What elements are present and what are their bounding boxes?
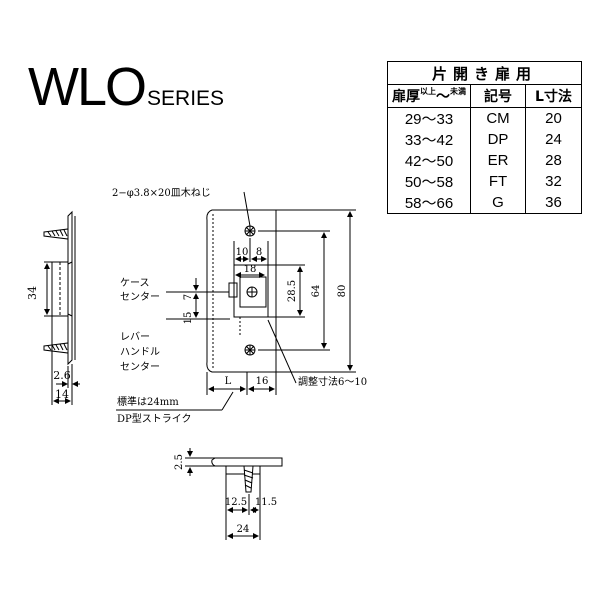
adjust-label: 調整寸法6〜10 bbox=[298, 375, 367, 388]
cell-range: 29〜33 bbox=[387, 107, 471, 129]
adjust-screw bbox=[246, 286, 258, 298]
cell-l: 28 bbox=[525, 150, 582, 171]
standard-label-2: DP型ストライク bbox=[117, 412, 192, 425]
cell-l: 36 bbox=[525, 192, 582, 214]
cell-l: 20 bbox=[525, 107, 582, 129]
cell-l: 24 bbox=[525, 129, 582, 150]
cell-range: 33〜42 bbox=[387, 129, 471, 150]
dim-L: L bbox=[225, 376, 232, 387]
series-suffix: SERIES bbox=[147, 87, 225, 110]
screw-hole-bottom bbox=[244, 344, 256, 356]
col-l-header: L寸法 bbox=[525, 84, 582, 108]
screw-bottom-view bbox=[243, 465, 254, 493]
lever-label-3: センター bbox=[120, 361, 160, 373]
cell-code: DP bbox=[470, 129, 526, 150]
col-thickness-tilde: 〜 bbox=[436, 89, 450, 105]
dim-7: 7 bbox=[183, 294, 194, 300]
dim-64: 64 bbox=[311, 285, 322, 298]
dim-2-6: 2.6 bbox=[53, 369, 71, 382]
cell-range: 50〜58 bbox=[387, 171, 471, 192]
front-view bbox=[116, 191, 356, 411]
case-center-label-2: センター bbox=[120, 291, 160, 303]
dim-16: 16 bbox=[256, 376, 269, 387]
dim-14: 14 bbox=[55, 388, 69, 401]
dim-34: 34 bbox=[26, 286, 39, 300]
screw-label: 2−φ3.8×20皿木ねじ bbox=[112, 187, 211, 199]
side-view bbox=[43, 210, 80, 405]
bottom-view bbox=[185, 448, 283, 540]
dim-10: 10 bbox=[236, 247, 249, 258]
dim-8: 8 bbox=[256, 247, 262, 258]
screw-top-side bbox=[43, 228, 69, 240]
standard-label-1: 標準は24mm bbox=[117, 395, 179, 408]
screw-bottom-side bbox=[43, 342, 69, 354]
lever-label-2: ハンドル bbox=[120, 347, 160, 358]
dim-80: 80 bbox=[337, 285, 348, 298]
series-title: WLOSERIES bbox=[28, 56, 224, 118]
case-center-label-1: ケース bbox=[120, 277, 150, 289]
dim-18: 18 bbox=[244, 264, 257, 275]
col-thickness-label: 扉厚 bbox=[392, 89, 420, 105]
lever-label-1: レバー bbox=[120, 331, 150, 343]
dim-11-5: 11.5 bbox=[255, 497, 277, 508]
dim-2-5: 2.5 bbox=[174, 454, 185, 470]
cell-range: 58〜66 bbox=[387, 192, 471, 214]
col-thickness-sub-top: 以上 bbox=[420, 87, 436, 96]
col-thickness-sub-bottom: 未満 bbox=[450, 87, 466, 96]
cell-range: 42〜50 bbox=[387, 150, 471, 171]
cell-code: CM bbox=[470, 107, 526, 129]
dim-12-5: 12.5 bbox=[225, 497, 247, 508]
series-name: WLO bbox=[28, 57, 147, 117]
col-code-header: 記号 bbox=[470, 84, 526, 108]
dim-24: 24 bbox=[237, 524, 250, 535]
screw-hole-top bbox=[244, 225, 256, 237]
cell-l: 32 bbox=[525, 171, 582, 192]
dim-15: 15 bbox=[183, 312, 194, 325]
dim-28-5: 28.5 bbox=[287, 280, 298, 302]
